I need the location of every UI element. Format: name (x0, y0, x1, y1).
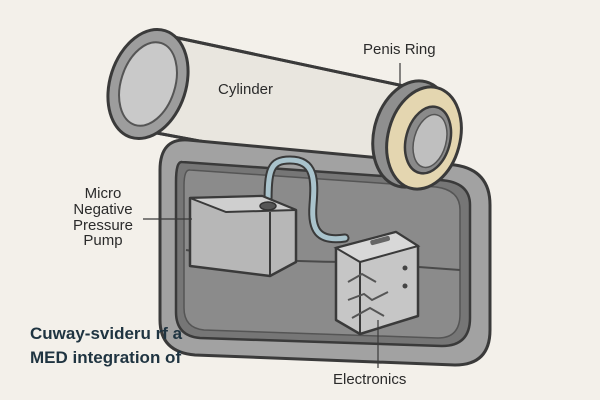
pump-block (188, 194, 298, 278)
pump-label: Micro Negative Pressure Pump (60, 186, 146, 249)
pump-label-line: Pump (83, 232, 123, 250)
cylinder-label: Cylinder (218, 81, 274, 98)
electronics-block (333, 230, 421, 336)
pump-label-line: Negative (73, 200, 133, 218)
penis-ring-label: Penis Ring (363, 41, 436, 58)
electronics-label: Electronics (333, 371, 407, 388)
caption-line: Cuway-svideru rf a (30, 324, 183, 343)
penis-ring (371, 79, 463, 191)
circuit-board-icon (347, 272, 389, 319)
pump-label-line: Pressure (72, 216, 134, 234)
caption: Cuway-svideru rf a MED integration of (30, 322, 182, 370)
cylinder (106, 27, 434, 182)
tube (263, 155, 350, 244)
leader-lines (143, 63, 401, 368)
pump-label-line: Micro (84, 185, 122, 202)
caption-line: MED integration of (30, 348, 182, 367)
